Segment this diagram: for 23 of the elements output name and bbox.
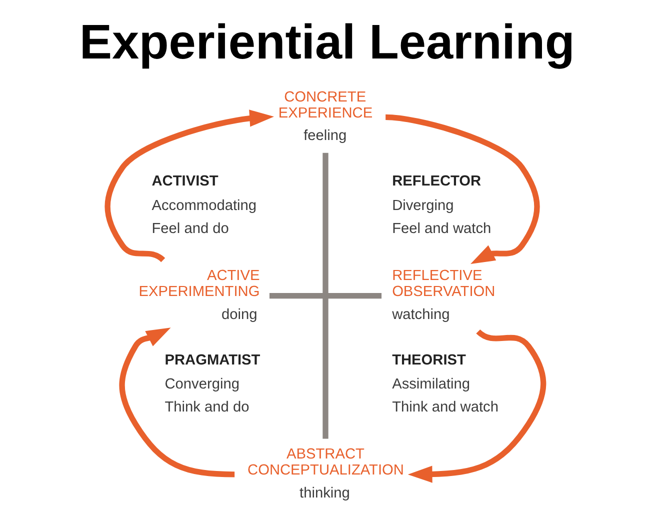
arrow xyxy=(407,329,546,483)
label: Diverging xyxy=(392,198,454,214)
label: Feel and do xyxy=(151,220,228,237)
label: REFLECTOR xyxy=(392,174,481,190)
node-text: REFLECTIVE OBSERVATION watching xyxy=(392,268,495,323)
connector xyxy=(268,292,382,299)
label: ACTIVIST xyxy=(151,174,218,190)
diagram-title: Experiential Learning xyxy=(78,16,574,70)
label: Assimilating xyxy=(392,376,470,393)
label: Feel and watch xyxy=(392,220,491,237)
label: THEORIST xyxy=(392,352,466,368)
label: Think and watch xyxy=(392,399,498,416)
arrow xyxy=(118,328,234,478)
label: Accommodating xyxy=(151,198,256,214)
arrow xyxy=(104,110,274,262)
label: Converging xyxy=(164,376,239,393)
connector xyxy=(322,152,328,439)
label: PRAGMATIST xyxy=(164,352,260,368)
node-text: ABSTRACT CONCEPTUALIZATION thinking xyxy=(247,446,404,502)
node-text: CONCRETE EXPERIENCE feeling xyxy=(278,89,372,144)
label: Think and do xyxy=(164,399,249,416)
node-text: ACTIVE EXPERIMENTING doing xyxy=(138,268,260,323)
arrow xyxy=(384,114,540,264)
